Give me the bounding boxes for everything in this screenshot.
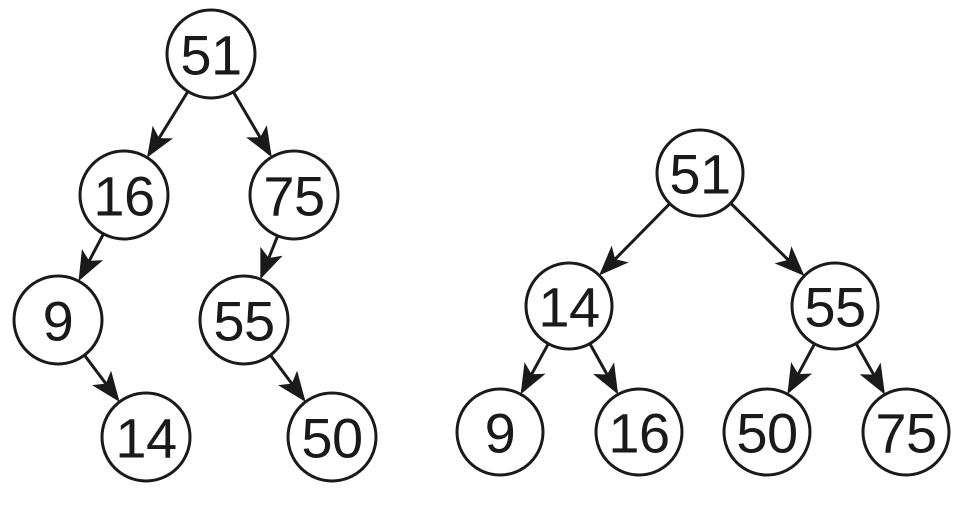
tree-node-l75[interactable]: 75: [248, 149, 340, 241]
node-circle: [722, 387, 812, 477]
tree-node-l55[interactable]: 55: [198, 274, 290, 366]
node-label: 16: [93, 165, 154, 228]
tree-node-r14[interactable]: 14: [524, 261, 614, 351]
tree-node-r75[interactable]: 75: [861, 387, 951, 477]
tree-edge-l16-to-l9: [78, 234, 105, 282]
tree-edge-r55-to-r50: [787, 344, 816, 395]
tree-node-l14[interactable]: 14: [100, 391, 192, 483]
node-label: 50: [736, 402, 797, 465]
node-label: 14: [538, 276, 599, 339]
node-label: 9: [43, 290, 74, 353]
node-circle: [790, 261, 880, 351]
tree-node-r55[interactable]: 55: [790, 261, 880, 351]
node-circle: [594, 387, 684, 477]
tree-edge-r55-to-r75: [855, 343, 885, 395]
tree-node-l9[interactable]: 9: [12, 274, 104, 366]
tree-node-r9[interactable]: 9: [455, 387, 545, 477]
node-label: 75: [263, 165, 324, 228]
node-circle: [165, 8, 257, 100]
tree-edge-l75-to-l55: [260, 236, 283, 280]
node-circle: [248, 149, 340, 241]
node-label: 51: [180, 24, 241, 87]
tree-edge-l51-to-l75: [232, 92, 272, 158]
tree-edge-r14-to-r9: [520, 343, 550, 395]
tree-edges-layer: [78, 91, 885, 402]
node-circle: [100, 391, 192, 483]
node-label: 55: [213, 290, 274, 353]
node-label: 9: [485, 402, 516, 465]
tree-edge-l9-to-l14: [83, 355, 120, 402]
node-label: 55: [804, 276, 865, 339]
tree-edge-l51-to-l16: [147, 91, 189, 158]
node-circle: [12, 274, 104, 366]
tree-node-l16[interactable]: 16: [78, 149, 170, 241]
tree-node-l50[interactable]: 50: [286, 391, 378, 483]
tree-edge-r14-to-r16: [589, 343, 619, 395]
tree-nodes-layer: 51 16 75 9 55 14 50 51 14 55 9 16 50 75: [12, 8, 951, 483]
node-circle: [198, 274, 290, 366]
tree-node-r16[interactable]: 16: [594, 387, 684, 477]
node-label: 51: [669, 143, 730, 206]
node-circle: [78, 149, 170, 241]
tree-node-l51[interactable]: 51: [165, 8, 257, 100]
node-label: 75: [875, 402, 936, 465]
node-label: 16: [608, 402, 669, 465]
tree-edge-r51-to-r14: [599, 203, 671, 276]
node-circle: [655, 128, 745, 218]
tree-node-r50[interactable]: 50: [722, 387, 812, 477]
tree-node-r51[interactable]: 51: [655, 128, 745, 218]
node-label: 14: [115, 407, 176, 470]
node-circle: [286, 391, 378, 483]
node-circle: [861, 387, 951, 477]
node-label: 50: [301, 407, 362, 470]
node-circle: [455, 387, 545, 477]
tree-edge-l55-to-l50: [269, 355, 306, 402]
node-circle: [524, 261, 614, 351]
tree-edge-r51-to-r55: [730, 202, 805, 276]
